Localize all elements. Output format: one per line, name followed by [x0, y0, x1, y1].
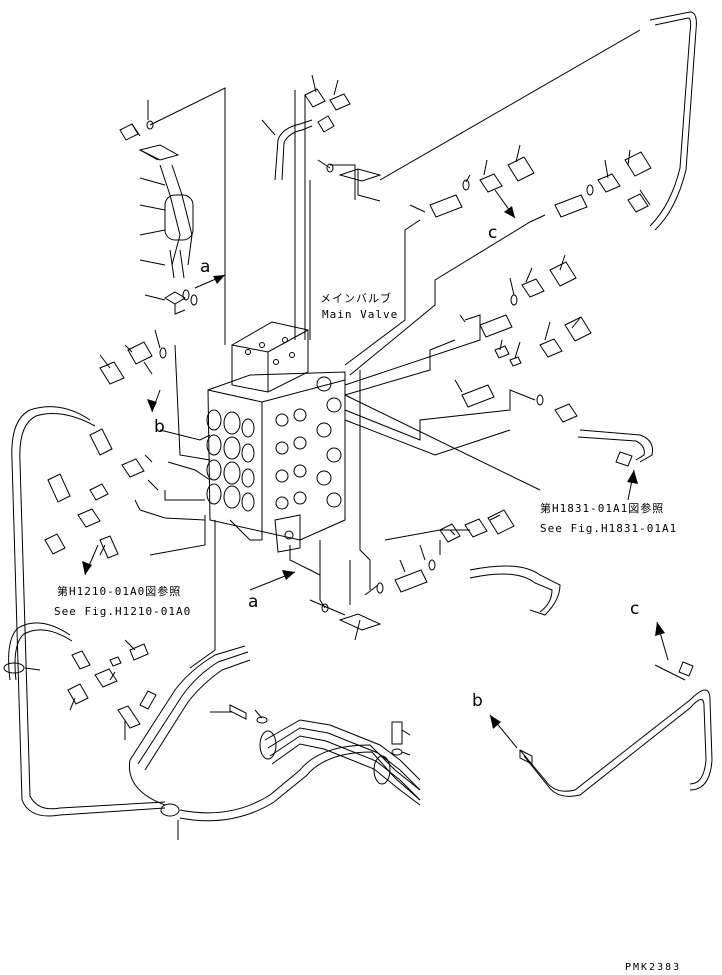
arrow-label-b-bottom: b [472, 691, 483, 711]
main-valve-label-jp: メインバルブ [320, 291, 392, 305]
ref-h1210-jp: 第H1210-01A0図参照 [57, 584, 181, 598]
arrow-label-a-top: a [200, 257, 210, 277]
main-valve-label-en: Main Valve [322, 308, 398, 321]
valve-port-circles [275, 376, 342, 510]
drawing-number: PMK2383 [625, 962, 681, 973]
fittings [3, 88, 694, 817]
ref-h1831-en: See Fig.H1831-01A1 [540, 522, 677, 535]
hose-lines [8, 11, 713, 822]
main-valve-body [206, 321, 346, 553]
text-labels: メインバルブ Main Valve 第H1831-01A1図参照 See Fig… [54, 223, 681, 973]
arrow-label-c-top: c [488, 223, 497, 243]
arrow-label-b-left: b [154, 417, 165, 437]
callout-leaders [24, 74, 686, 840]
direction-arrows [82, 189, 669, 749]
arrow-label-a-bottom: a [248, 592, 258, 612]
connection-lines [139, 29, 641, 669]
ref-h1210-en: See Fig.H1210-01A0 [54, 605, 191, 618]
ref-h1831-jp: 第H1831-01A1図参照 [540, 501, 664, 515]
arrow-label-c-right: c [630, 599, 639, 619]
valve-spool-sections [206, 409, 255, 512]
